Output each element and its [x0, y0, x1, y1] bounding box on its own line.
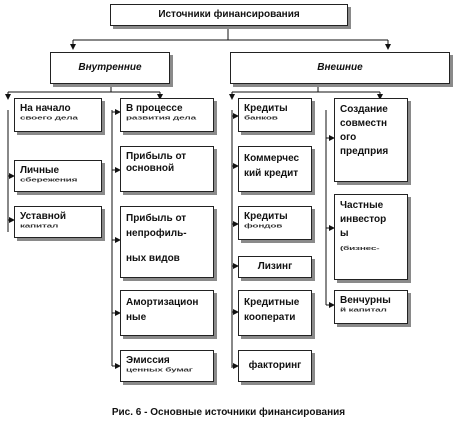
col2-process-box: В процессе развития дела — [120, 98, 214, 132]
col1-item3-line2: капитал — [20, 223, 59, 230]
col2-item3-line1: Прибыль от — [126, 213, 187, 224]
col2-item3-line2: непрофиль- — [126, 228, 187, 239]
col3-item4-line1: Лизинг — [257, 261, 293, 272]
col2-emission-box: Эмиссия ценных бумаг — [120, 350, 214, 382]
col3-factoring-box: факторинг — [238, 350, 312, 382]
figure-caption: Рис. 6 - Основные источники финансирован… — [111, 407, 346, 418]
col3-item2-line1: Коммерчес — [244, 153, 300, 164]
title-box: Источники финансирования — [110, 4, 348, 26]
col1-item1-line2: своего дела — [20, 115, 78, 122]
col1-item2-line1: Личные — [20, 165, 60, 176]
col4-item2-line3: ы — [340, 228, 349, 239]
col1-item2-line2: сбережения — [20, 177, 78, 184]
external-label: Внешние — [317, 62, 363, 73]
col2-other-profit-box: Прибыль от непрофиль- ных видов — [120, 206, 214, 278]
col4-item2-line1: Частные — [340, 200, 384, 211]
col2-item1-line2: развития дела — [126, 115, 196, 122]
col3-item3-line2: фондов — [244, 223, 283, 230]
col3-item1-line2: банков — [244, 115, 278, 122]
col2-item4-line2: ные — [126, 312, 147, 323]
col3-bank-credit-box: Кредиты банков — [238, 98, 312, 132]
internal-label: Внутренние — [78, 62, 142, 73]
col4-item1-line4: предприя — [340, 146, 389, 157]
col4-item3-line1: Венчурны — [340, 295, 391, 306]
col2-main-profit-box: Прибыль от основной — [120, 146, 214, 192]
col4-joint-venture-box: Создание совместн ого предприя — [334, 98, 408, 182]
col1-item3-line1: Уставной — [20, 211, 67, 222]
col2-item1-line1: В процессе — [126, 103, 183, 114]
col2-amortization-box: Амортизацион ные — [120, 290, 214, 336]
col4-item1-line2: совместн — [340, 118, 388, 129]
col1-savings-box: Личные сбережения — [14, 160, 102, 192]
col2-item5-line2: ценных бумаг — [126, 367, 193, 374]
title-label: Источники финансирования — [158, 9, 300, 20]
col2-item2-line2: основной — [126, 163, 175, 174]
col3-fund-credit-box: Кредиты фондов — [238, 206, 312, 240]
col4-item1-line3: ого — [340, 132, 357, 143]
col4-item2-line4: (бизнес- — [340, 245, 380, 252]
col3-item5-line1: Кредитные — [244, 297, 300, 308]
col3-item1-line1: Кредиты — [244, 103, 288, 114]
internal-box: Внутренние — [50, 52, 170, 84]
col2-item4-line1: Амортизацион — [126, 297, 199, 308]
col3-item2-line2: кий кредит — [244, 168, 299, 179]
col4-item2-line2: инвестор — [340, 214, 387, 225]
col1-item1-line1: На начало — [20, 103, 71, 114]
col3-item5-line2: кооперати — [244, 312, 296, 323]
col4-venture-capital-box: Венчурны й капитал — [334, 290, 408, 324]
external-box: Внешние — [230, 52, 450, 84]
col4-item1-line1: Создание — [340, 104, 388, 115]
col2-item5-line1: Эмиссия — [126, 355, 170, 366]
col3-item3-line1: Кредиты — [244, 211, 288, 222]
col3-leasing-box: Лизинг — [238, 256, 312, 278]
col1-capital-box: Уставной капитал — [14, 206, 102, 238]
col4-item3-line2: й капитал — [340, 307, 387, 314]
col2-item3-line3: ных видов — [126, 253, 180, 264]
col4-private-investors-box: Частные инвестор ы (бизнес- — [334, 194, 408, 280]
col3-item6-line1: факторинг — [248, 360, 302, 371]
col3-commercial-credit-box: Коммерчес кий кредит — [238, 146, 312, 192]
col3-cooperative-box: Кредитные кооперати — [238, 290, 312, 336]
col1-start-box: На начало своего дела — [14, 98, 102, 132]
col2-item2-line1: Прибыль от — [126, 151, 187, 162]
